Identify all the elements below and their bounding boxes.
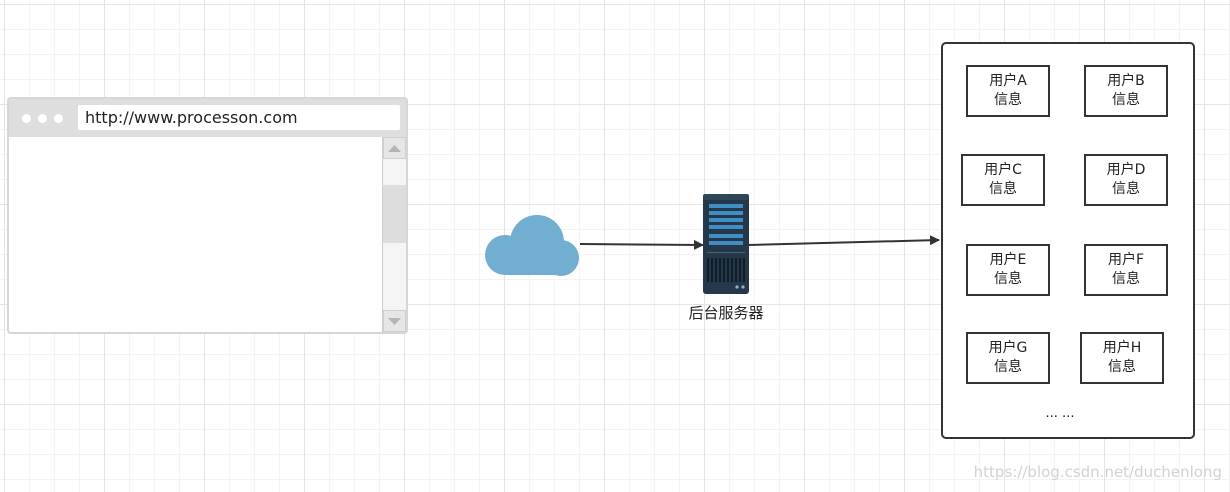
browser-title-bar: http://www.processon.com (9, 99, 406, 137)
record-subtitle: 信息 (1112, 271, 1140, 287)
record-title: 用户G (988, 340, 1028, 356)
record-title: 用户A (989, 73, 1027, 89)
server-label: 后台服务器 (688, 304, 764, 322)
scroll-down-button[interactable] (383, 310, 406, 332)
record-subtitle: 信息 (994, 92, 1022, 108)
user-record: 用户G 信息 (966, 332, 1050, 384)
record-subtitle: 信息 (994, 271, 1022, 287)
chevron-up-icon (388, 145, 401, 152)
user-record: 用户B 信息 (1084, 65, 1168, 117)
record-subtitle: 信息 (1112, 181, 1140, 197)
record-title: 用户C (984, 162, 1022, 178)
record-title: 用户H (1102, 340, 1142, 356)
window-dot-icon (38, 114, 47, 123)
record-subtitle: 信息 (1108, 359, 1136, 375)
address-bar[interactable]: http://www.processon.com (78, 105, 400, 130)
record-title: 用户F (1107, 252, 1145, 268)
scrollbar[interactable] (382, 137, 406, 332)
window-dot-icon (22, 114, 31, 123)
record-subtitle: 信息 (989, 181, 1017, 197)
user-record: 用户E 信息 (966, 244, 1050, 296)
chevron-down-icon (388, 318, 401, 325)
user-record: 用户H 信息 (1080, 332, 1164, 384)
cloud-icon (485, 215, 579, 276)
user-record: 用户A 信息 (966, 65, 1050, 117)
record-title: 用户E (989, 252, 1027, 268)
record-title: 用户D (1106, 162, 1146, 178)
browser-window: http://www.processon.com (7, 97, 408, 334)
scroll-thumb[interactable] (383, 185, 406, 243)
scroll-up-button[interactable] (383, 137, 406, 159)
user-record: 用户C 信息 (961, 154, 1045, 206)
user-record: 用户D 信息 (1084, 154, 1168, 206)
connector-arrow (579, 239, 704, 250)
user-record: 用户F 信息 (1084, 244, 1168, 296)
watermark: https://blog.csdn.net/duchenlong (973, 463, 1222, 481)
more-records-ellipsis: ... ... (1045, 406, 1075, 421)
connector-arrow (748, 235, 940, 246)
record-title: 用户B (1107, 73, 1145, 89)
server-rack-icon (703, 194, 749, 294)
window-dot-icon (54, 114, 63, 123)
record-subtitle: 信息 (994, 359, 1022, 375)
record-subtitle: 信息 (1112, 92, 1140, 108)
